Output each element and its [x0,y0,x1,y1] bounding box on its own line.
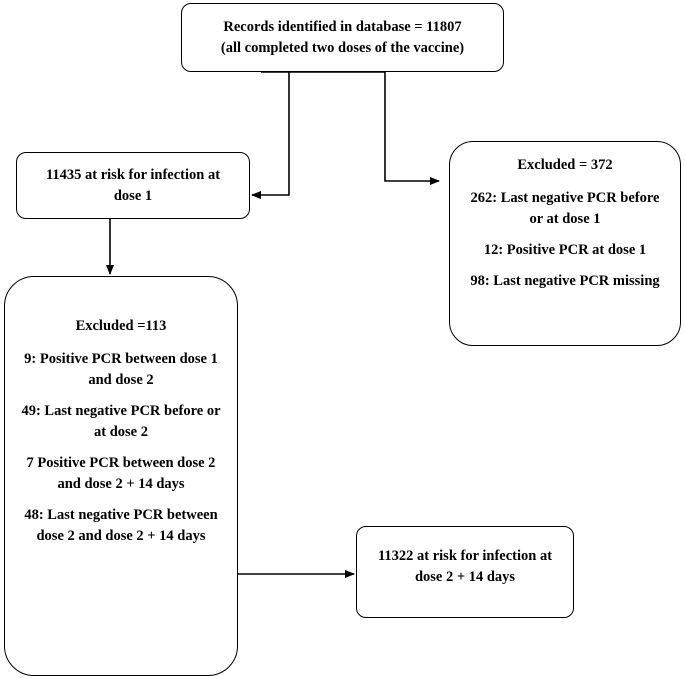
records-identified-note: (all completed two doses of the vaccine) [220,39,465,56]
excluded-372-title: Excluded = 372 [517,157,613,173]
at-risk-dose2-box: 11322 at risk for infection at dose 2 + … [356,526,574,618]
excluded-372-item: 262: Last negative PCR before or at dose… [470,190,660,227]
excluded-372-box: Excluded = 372 262: Last negative PCR be… [449,141,681,346]
records-identified-text: Records identified in database = 11807 [223,18,462,35]
records-identified-box: Records identified in database = 11807 (… [181,3,504,72]
arrow-to-excluded-372 [384,72,440,185]
excluded-113-item: 7 Positive PCR between dose 2 and dose 2… [26,455,216,492]
at-risk-dose1-box: 11435 at risk for infection at dose 1 [16,152,250,219]
at-risk-dose1-text: 11435 at risk for infection at dose 1 [45,166,221,204]
excluded-113-title: Excluded =113 [75,318,167,334]
excluded-113-item: 9: Positive PCR between dose 1 and dose … [24,351,218,388]
excluded-113-item: 48: Last negative PCR between dose 2 and… [24,507,218,544]
excluded-372-item: 98: Last negative PCR missing [470,273,660,289]
excluded-372-item: 12: Positive PCR at dose 1 [483,242,647,258]
excluded-113-box: Excluded =113 9: Positive PCR between do… [4,276,238,676]
excluded-113-item: 49: Last negative PCR before or at dose … [21,403,221,440]
arrow-to-risk-dose1 [251,72,290,199]
at-risk-dose2-text: 11322 at risk for infection at dose 2 + … [377,548,553,585]
